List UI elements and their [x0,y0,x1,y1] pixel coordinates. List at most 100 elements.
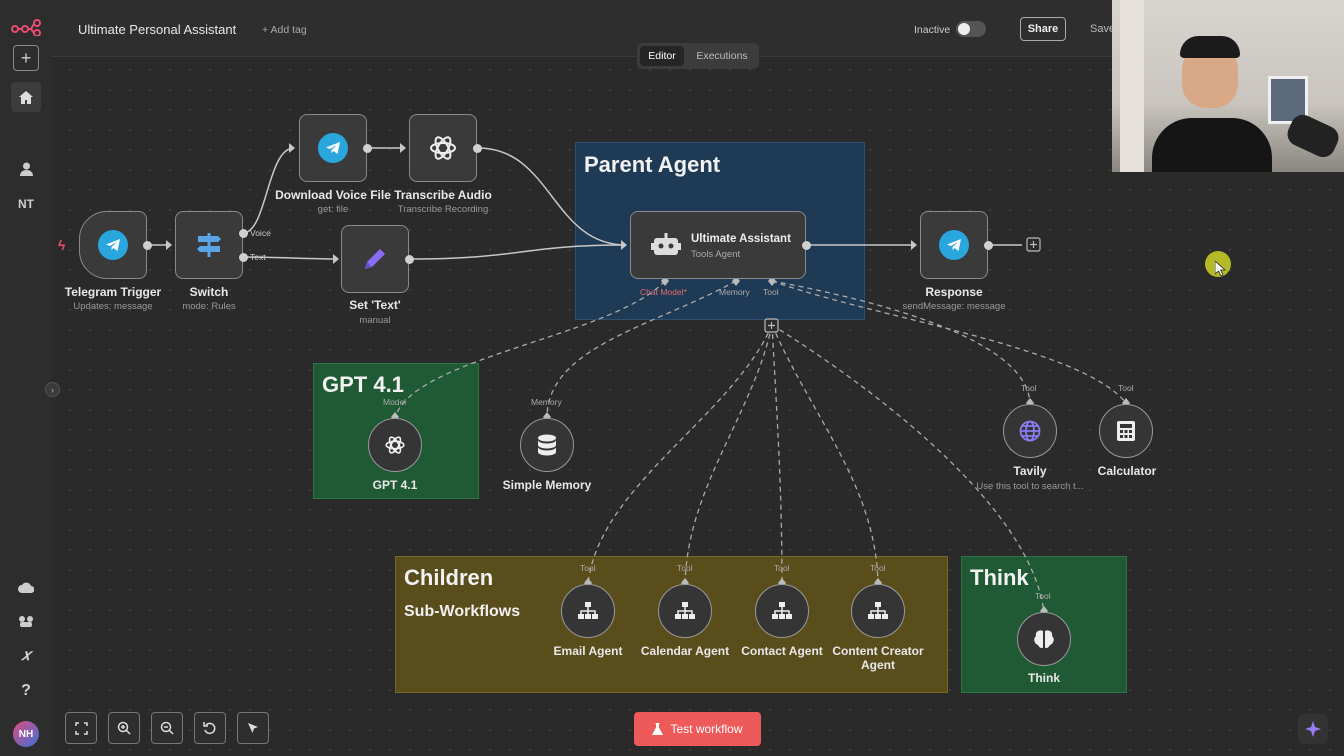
zoom-in-button[interactable] [108,712,140,744]
reset-zoom-button[interactable] [194,712,226,744]
node-subtitle: Use this tool to search t... [976,481,1084,492]
expand-sidebar-icon[interactable]: › [45,382,60,397]
share-button[interactable]: Share [1020,17,1066,41]
ai-assistant-button[interactable] [1298,714,1328,744]
output-handle[interactable] [802,241,811,250]
node-subtitle: mode: Rules [182,301,236,312]
user-icon[interactable] [11,154,41,184]
node-calendar-agent[interactable] [658,584,712,638]
tab-executions[interactable]: Executions [696,50,748,62]
undo-icon [203,722,216,735]
sticky-title: GPT 4.1 [322,372,404,397]
node-email-agent[interactable] [561,584,615,638]
node-simple-memory[interactable] [520,418,574,472]
save-button[interactable]: Save [1090,23,1116,35]
node-label: GPT 4.1 [372,478,418,492]
workflow-name[interactable]: Ultimate Personal Assistant [78,22,237,37]
node-label: Telegram Trigger [64,285,162,299]
window-frame [1120,0,1144,172]
node-content-creator-agent[interactable] [851,584,905,638]
sticky-title: Parent Agent [584,152,721,177]
port-label: Model [383,397,407,407]
output-handle[interactable] [363,144,372,153]
sparkle-icon [1305,721,1321,737]
node-subtitle: manual [359,315,391,326]
node-label: Simple Memory [502,478,592,492]
n8n-logo-icon[interactable] [11,12,41,42]
pointer-icon [248,723,258,733]
node-response[interactable] [920,211,988,279]
sticky-subtitle: Sub-Workflows [404,603,521,620]
node-label: Tavily [1013,464,1047,478]
node-contact-agent[interactable] [755,584,809,638]
node-switch[interactable] [175,211,243,279]
templates-icon[interactable] [11,606,41,636]
cloud-icon[interactable] [11,572,41,602]
port-chat-model: Chat Model* [640,287,687,297]
output-handle-voice[interactable] [239,229,248,238]
home-icon[interactable] [11,82,41,112]
node-label: Calculator [1097,464,1157,478]
node-subtitle: Transcribe Recording [397,204,489,215]
node-subtitle: Tools Agent [691,249,741,260]
tab-editor[interactable]: Editor [640,46,684,66]
webcam-overlay [1112,0,1344,172]
avatar[interactable]: NH [13,721,39,747]
port-label: Tool [1035,591,1051,601]
sitemap-icon [772,602,792,619]
sitemap-icon [578,602,598,619]
node-telegram-trigger[interactable] [79,211,147,279]
tidy-up-button[interactable] [237,712,269,744]
database-icon [538,434,556,456]
fit-view-button[interactable] [65,712,97,744]
port-label: Tool [677,563,693,573]
view-tabs: Editor Executions [637,43,759,69]
zoom-out-button[interactable] [151,712,183,744]
output-handle-text[interactable] [239,253,248,262]
test-workflow-button[interactable]: Test workflow [634,712,761,746]
output-handle[interactable] [405,255,414,264]
openai-icon [430,136,456,160]
output-handle[interactable] [143,241,152,250]
telegram-icon [318,133,348,163]
port-tool: Tool [763,287,779,297]
node-subtitle: sendMessage: message [902,301,1006,312]
add-tag-link[interactable]: + Add tag [262,24,307,36]
active-toggle[interactable] [956,21,986,37]
node-think[interactable] [1017,612,1071,666]
variables-icon[interactable]: 𝑥 [21,647,31,664]
port-label: Tool [774,563,790,573]
port-label: Tool [1118,383,1134,393]
node-calculator[interactable] [1099,404,1153,458]
output-handle[interactable] [984,241,993,250]
add-icon[interactable]: + [13,45,39,71]
node-label: Contact Agent [741,644,823,658]
node-tavily[interactable] [1003,404,1057,458]
microphone [1283,110,1343,162]
telegram-icon [939,230,969,260]
node-label: Calendar Agent [640,644,730,658]
help-icon[interactable]: ? [21,682,31,699]
project-initials[interactable]: NT [18,197,34,211]
workflow-canvas[interactable]: Parent Agent GPT 4.1 Children Sub-Workfl… [52,57,1344,756]
node-download-voice-file[interactable] [299,114,367,182]
node-gpt-4-1[interactable] [368,418,422,472]
node-label: Think [1028,671,1060,685]
globe-icon [1019,420,1041,442]
robot-icon [651,233,681,255]
sticky-title: Think [970,565,1029,590]
node-set-text[interactable] [341,225,409,293]
test-workflow-label: Test workflow [670,722,743,736]
port-label: Tool [580,563,596,573]
trigger-bolt-icon: ϟ [58,237,66,253]
port-label: Tool [870,563,886,573]
zoom-out-icon [160,721,174,735]
connections [147,143,1130,616]
output-handle[interactable] [473,144,482,153]
node-transcribe-audio[interactable] [409,114,477,182]
node-label: Transcribe Audio [394,188,492,202]
node-ultimate-assistant[interactable]: Ultimate Assistant Tools Agent [630,211,806,279]
person-shirt [1152,118,1272,172]
output-label-voice: Voice [250,228,271,238]
pencil-icon [365,249,385,269]
